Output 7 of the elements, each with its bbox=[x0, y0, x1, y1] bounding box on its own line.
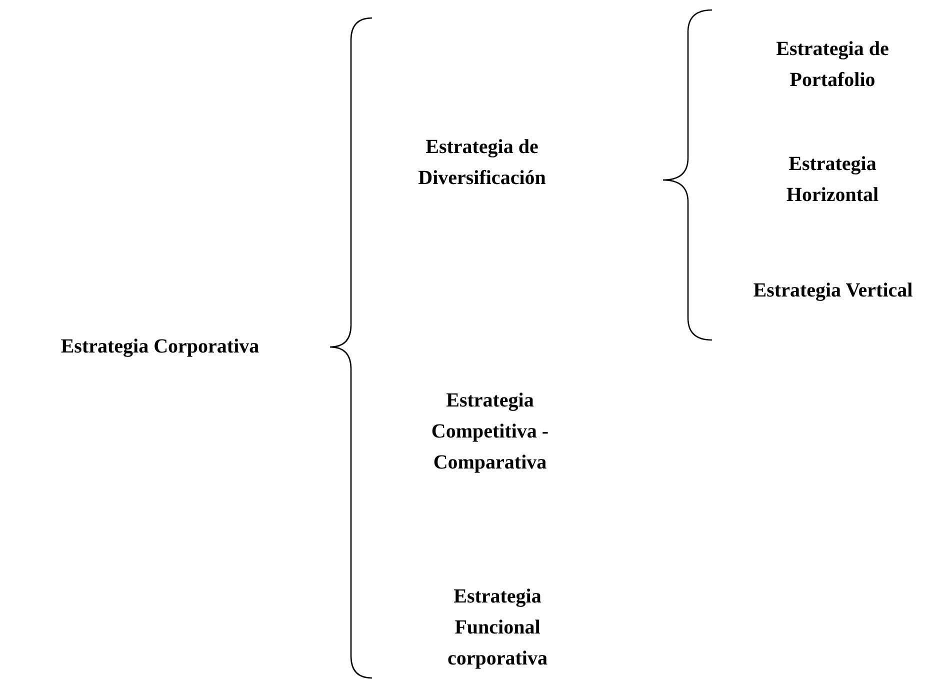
category-label: Estrategia Funcional corporativa bbox=[446, 584, 548, 672]
category-label: Estrategia Competitiva - Comparativa bbox=[430, 388, 550, 476]
category-label: Estrategia Corporativa bbox=[60, 334, 260, 360]
category-label: Estrategia Vertical bbox=[752, 278, 914, 304]
category-label: Estrategia de Diversificación bbox=[417, 135, 547, 191]
category-label: Estrategia Horizontal bbox=[785, 152, 880, 208]
category-label: Estrategia de Portafolio bbox=[775, 37, 890, 93]
